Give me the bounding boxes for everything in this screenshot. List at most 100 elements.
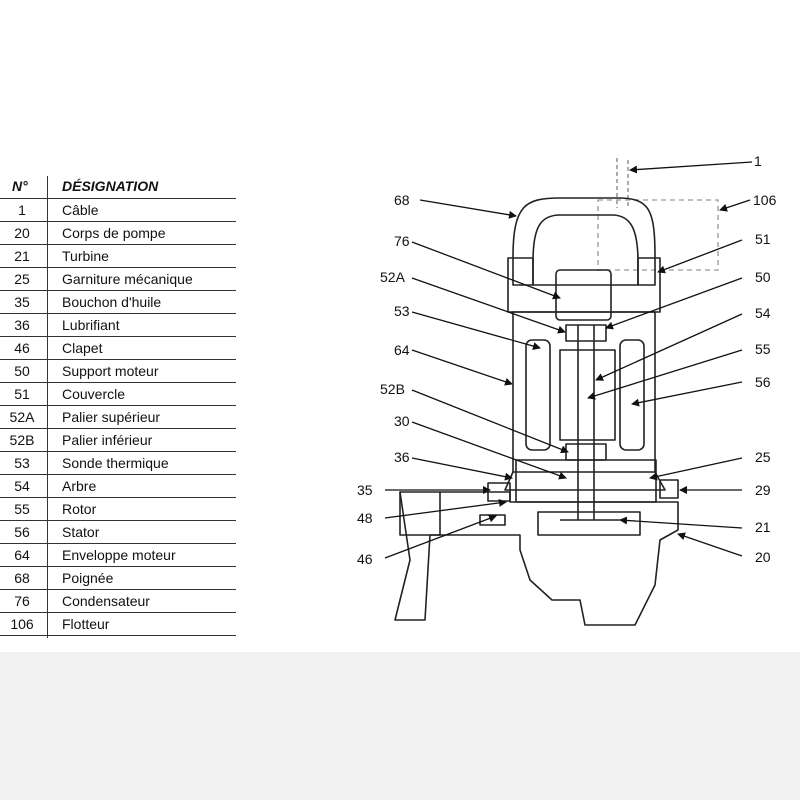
legend-row-designation: Sonde thermique bbox=[62, 455, 169, 471]
legend-row-number: 25 bbox=[14, 271, 30, 287]
callout-55: 55 bbox=[755, 341, 771, 357]
legend-row-designation: Couvercle bbox=[62, 386, 126, 402]
callout-54: 54 bbox=[755, 305, 771, 321]
legend-row-designation: Palier supérieur bbox=[62, 409, 161, 425]
legend-row: 106 Flotteur bbox=[0, 613, 236, 636]
motor-cover bbox=[507, 257, 661, 313]
legend-row-designation: Câble bbox=[62, 202, 99, 218]
legend-row-designation: Support moteur bbox=[62, 363, 159, 379]
legend-header-number: N° bbox=[12, 178, 28, 194]
callout-29: 29 bbox=[755, 482, 771, 498]
legend-row-number: 20 bbox=[14, 225, 30, 241]
callout-1: 1 bbox=[754, 153, 762, 169]
legend-row-designation: Bouchon d'huile bbox=[62, 294, 162, 310]
legend-row: 68 Poignée bbox=[0, 567, 236, 590]
legend-row: 52A Palier supérieur bbox=[0, 406, 236, 429]
discharge-flange bbox=[399, 492, 441, 536]
legend-row-number: 54 bbox=[14, 478, 30, 494]
legend-row: 25 Garniture mécanique bbox=[0, 268, 236, 291]
motor-support bbox=[504, 471, 666, 491]
legend-row-designation: Rotor bbox=[62, 501, 97, 517]
callout-20: 20 bbox=[755, 549, 771, 565]
callout-50: 50 bbox=[755, 269, 771, 285]
stator-right bbox=[619, 339, 645, 451]
legend-row-number: 51 bbox=[14, 386, 30, 402]
legend-row-designation: Enveloppe moteur bbox=[62, 547, 176, 563]
leader-lines bbox=[384, 161, 753, 559]
legend-row-designation: Arbre bbox=[62, 478, 97, 494]
legend-row: 76 Condensateur bbox=[0, 590, 236, 613]
legend-row-number: 35 bbox=[14, 294, 30, 310]
parts-legend-table: N° DÉSIGNATION 1 Câble 20 Corps de pompe 21 T… bbox=[0, 176, 236, 636]
legend-row: 51 Couvercle bbox=[0, 383, 236, 406]
stator-left bbox=[525, 339, 551, 451]
legend-row-number: 50 bbox=[14, 363, 30, 379]
legend-row: 64 Enveloppe moteur bbox=[0, 544, 236, 567]
legend-row: 56 Stator bbox=[0, 521, 236, 544]
legend-row-number: 36 bbox=[14, 317, 30, 333]
legend-row-designation: Garniture mécanique bbox=[62, 271, 193, 287]
shaft bbox=[577, 325, 595, 520]
rotor bbox=[559, 349, 616, 441]
motor-casing bbox=[512, 311, 656, 473]
legend-row: 54 Arbre bbox=[0, 475, 236, 498]
handle bbox=[512, 197, 656, 286]
legend-row: 20 Corps de pompe bbox=[0, 222, 236, 245]
legend-row: 46 Clapet bbox=[0, 337, 236, 360]
callout-52A: 52A bbox=[380, 269, 406, 285]
legend-row-number: 106 bbox=[10, 616, 34, 632]
legend-row: 50 Support moteur bbox=[0, 360, 236, 383]
legend-row-number: 21 bbox=[14, 248, 30, 264]
callout-48: 48 bbox=[357, 510, 373, 526]
legend-row-number: 68 bbox=[14, 570, 30, 586]
legend-row-designation: Stator bbox=[62, 524, 100, 540]
impeller bbox=[537, 511, 641, 536]
legend-row-designation: Condensateur bbox=[62, 593, 150, 609]
legend-row: 21 Turbine bbox=[0, 245, 236, 268]
legend-row: 52B Palier inférieur bbox=[0, 429, 236, 452]
callout-53: 53 bbox=[394, 303, 410, 319]
legend-row-designation: Flotteur bbox=[62, 616, 110, 632]
callout-76: 76 bbox=[394, 233, 410, 249]
legend-row-designation: Lubrifiant bbox=[62, 317, 120, 333]
oil-chamber bbox=[515, 459, 657, 503]
cable bbox=[616, 158, 629, 208]
legend-row-designation: Poignée bbox=[62, 570, 114, 586]
lower-bearing bbox=[565, 443, 607, 461]
legend-row-designation: Palier inférieur bbox=[62, 432, 153, 448]
legend-row: 35 Bouchon d'huile bbox=[0, 291, 236, 314]
legend-row-number: 52A bbox=[9, 409, 35, 425]
callout-68: 68 bbox=[394, 192, 410, 208]
float-switch bbox=[597, 199, 719, 271]
legend-row-designation: Clapet bbox=[62, 340, 103, 356]
legend-row: 36 Lubrifiant bbox=[0, 314, 236, 337]
callout-106: 106 bbox=[753, 192, 777, 208]
legend-row-number: 55 bbox=[14, 501, 30, 517]
callout-52B: 52B bbox=[380, 381, 405, 397]
legend-row-number: 64 bbox=[14, 547, 30, 563]
legend-header-designation: DÉSIGNATION bbox=[62, 178, 159, 194]
callout-35: 35 bbox=[357, 482, 373, 498]
callout-21: 21 bbox=[755, 519, 771, 535]
legend-row-number: 56 bbox=[14, 524, 30, 540]
callout-51: 51 bbox=[755, 231, 771, 247]
legend-row-number: 76 bbox=[14, 593, 30, 609]
callout-56: 56 bbox=[755, 374, 771, 390]
legend-row: 1 Câble bbox=[0, 199, 236, 222]
legend-row-number: 52B bbox=[9, 432, 35, 448]
callout-30: 30 bbox=[394, 413, 410, 429]
legend-column-divider bbox=[47, 176, 48, 638]
flange-bolt bbox=[659, 479, 679, 499]
callout-36: 36 bbox=[394, 449, 410, 465]
legend-row-number: 1 bbox=[18, 202, 26, 218]
legend-row-designation: Corps de pompe bbox=[62, 225, 166, 241]
legend-row-number: 46 bbox=[14, 340, 30, 356]
legend-row: 55 Rotor bbox=[0, 498, 236, 521]
legend-row-designation: Turbine bbox=[62, 248, 109, 264]
pump-body bbox=[394, 491, 679, 626]
callout-46: 46 bbox=[357, 551, 373, 567]
upper-bearing bbox=[565, 324, 607, 342]
callout-25: 25 bbox=[755, 449, 771, 465]
